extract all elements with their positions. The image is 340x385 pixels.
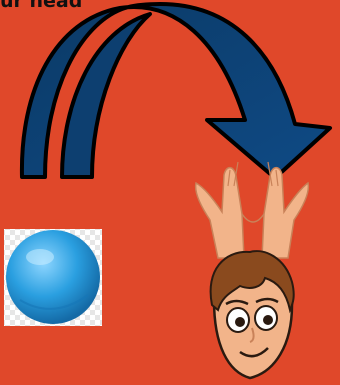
cartoon-face-icon	[211, 251, 294, 378]
open-hands-icon	[196, 162, 309, 258]
exercise-ball-icon	[4, 229, 102, 326]
curved-arrow-icon	[22, 4, 330, 178]
